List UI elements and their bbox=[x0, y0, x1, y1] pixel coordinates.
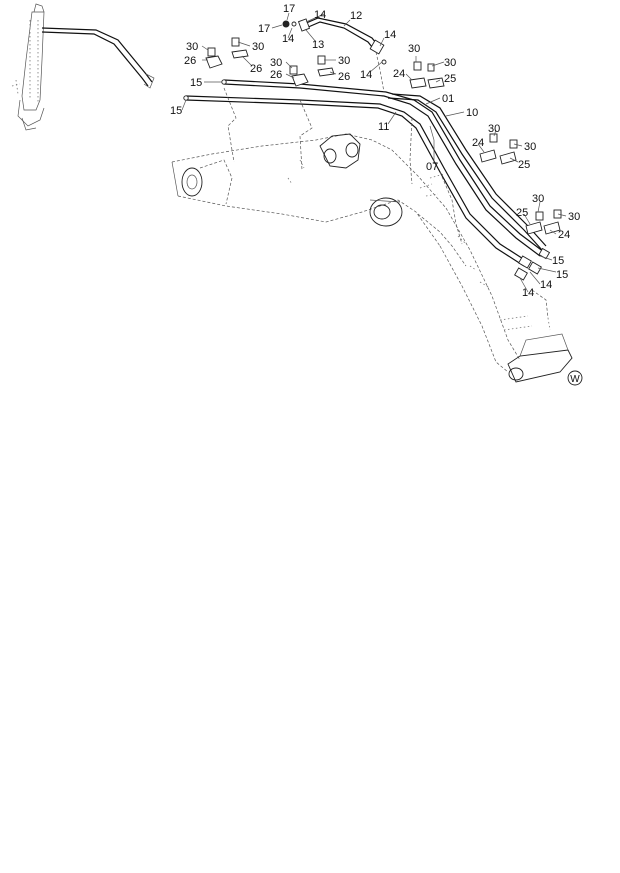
callout-15-c: 15 bbox=[552, 255, 564, 267]
leader-lines bbox=[181, 12, 567, 293]
locator-view bbox=[11, 3, 155, 131]
callout-26-b: 26 bbox=[250, 63, 262, 75]
callout-14-right: 14 bbox=[384, 29, 396, 41]
pipe-assembly bbox=[183, 17, 551, 281]
callout-25-b: 25 bbox=[518, 159, 530, 171]
callout-14-f: 14 bbox=[522, 287, 534, 299]
callout-30-g: 30 bbox=[488, 123, 500, 135]
callout-26-d: 26 bbox=[338, 71, 350, 83]
callout-30-d: 30 bbox=[338, 55, 350, 67]
callout-30-c: 30 bbox=[270, 57, 282, 69]
callout-12: 12 bbox=[350, 10, 362, 22]
callout-30-h: 30 bbox=[524, 141, 536, 153]
callout-24-b: 24 bbox=[472, 137, 484, 149]
callout-17-top: 17 bbox=[283, 3, 295, 15]
callout-30-a: 30 bbox=[186, 41, 198, 53]
callout-24-a: 24 bbox=[393, 68, 405, 80]
callout-26-a: 26 bbox=[184, 55, 196, 67]
callouts: 17 17 14 14 12 13 14 14 30 30 26 26 30 3… bbox=[170, 3, 580, 299]
callout-24-c: 24 bbox=[558, 229, 570, 241]
callout-14-top: 14 bbox=[314, 9, 326, 21]
callout-15-b: 15 bbox=[170, 105, 182, 117]
callout-25-a: 25 bbox=[444, 73, 456, 85]
callout-11: 11 bbox=[378, 121, 389, 133]
callout-15-a: 15 bbox=[190, 77, 202, 89]
callout-25-c: 25 bbox=[516, 207, 528, 219]
callout-07: 07 bbox=[426, 161, 438, 173]
callout-17-left: 17 bbox=[258, 23, 270, 35]
callout-15-d: 15 bbox=[556, 269, 568, 281]
callout-14-left: 14 bbox=[282, 33, 294, 45]
callout-01: 01 bbox=[442, 93, 454, 105]
callout-30-i: 30 bbox=[532, 193, 544, 205]
boom-body bbox=[171, 133, 573, 383]
callout-26-c: 26 bbox=[270, 69, 282, 81]
w-mark-letter: W bbox=[570, 374, 580, 385]
callout-30-b: 30 bbox=[252, 41, 264, 53]
callout-30-f: 30 bbox=[444, 57, 456, 69]
callout-13: 13 bbox=[312, 39, 324, 51]
clamps bbox=[205, 37, 562, 235]
callout-30-e: 30 bbox=[408, 43, 420, 55]
callout-10: 10 bbox=[466, 107, 478, 119]
callout-14-mid: 14 bbox=[360, 69, 372, 81]
callout-30-j: 30 bbox=[568, 211, 580, 223]
w-mark: W bbox=[567, 370, 583, 386]
callout-14-e: 14 bbox=[540, 279, 552, 291]
